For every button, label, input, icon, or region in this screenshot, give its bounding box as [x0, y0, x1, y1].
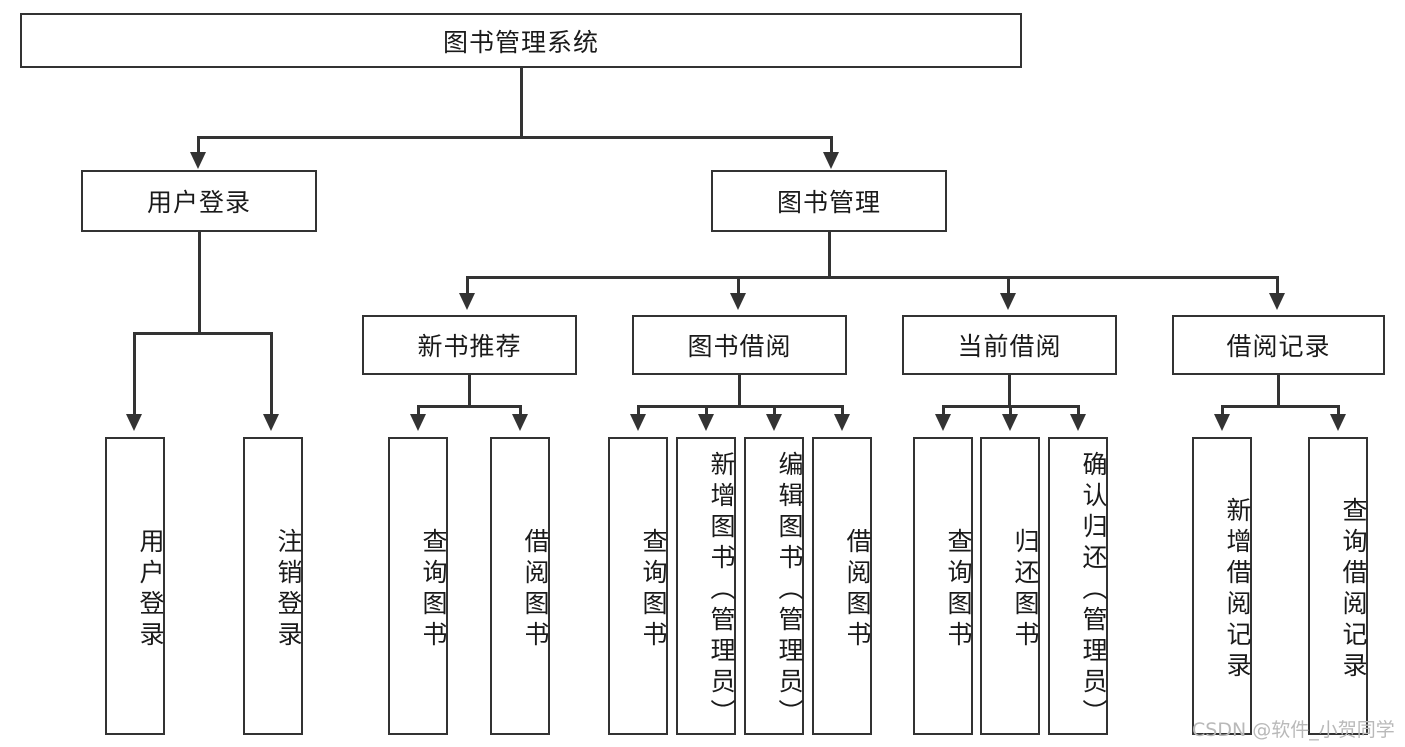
edge-user-login-left: [133, 332, 136, 417]
node-label: 借阅图书: [843, 528, 872, 652]
arrow-to-leaf-query-record: [1330, 414, 1346, 431]
edge-current-borrow-c2: [1009, 405, 1012, 417]
node-leaf-return-book[interactable]: 归还图书: [980, 437, 1040, 735]
edge-bm-to-current-borrow: [1007, 276, 1010, 296]
edge-book-borrow-c1: [637, 405, 640, 417]
node-leaf-borrow-book-1[interactable]: 借阅图书: [490, 437, 550, 735]
node-leaf-add-record[interactable]: 新增借阅记录: [1192, 437, 1252, 735]
edge-book-borrow-stem: [738, 375, 741, 407]
node-label: 借阅图书: [521, 528, 550, 652]
arrow-to-user-login: [190, 152, 206, 169]
edge-book-borrow-bus: [637, 405, 843, 408]
edge-borrow-record-c2: [1337, 405, 1340, 417]
node-label: 确认归还（管理员）: [1079, 450, 1108, 730]
node-root-book-management-system[interactable]: 图书管理系统: [20, 13, 1022, 68]
node-current-borrow[interactable]: 当前借阅: [902, 315, 1117, 375]
edge-new-book-stem: [468, 375, 471, 407]
edge-book-management-stem: [828, 232, 831, 278]
node-label: 查询图书: [419, 528, 448, 652]
arrow-to-leaf-logout-login: [263, 414, 279, 431]
node-leaf-edit-book[interactable]: 编辑图书（管理员）: [744, 437, 804, 735]
edge-user-login-bus: [133, 332, 273, 335]
node-borrow-record[interactable]: 借阅记录: [1172, 315, 1385, 375]
edge-current-borrow-c3: [1077, 405, 1080, 417]
edge-book-borrow-c3: [773, 405, 776, 417]
edge-current-borrow-c1: [942, 405, 945, 417]
arrow-to-new-book-recommend: [459, 293, 475, 310]
node-book-management[interactable]: 图书管理: [711, 170, 947, 232]
node-label: 借阅记录: [1226, 332, 1331, 361]
edge-root-stem: [520, 68, 523, 138]
arrow-to-leaf-user-login: [126, 414, 142, 431]
node-label: 当前借阅: [957, 332, 1062, 361]
edge-borrow-record-bus: [1221, 405, 1340, 408]
edge-root-to-book-management: [830, 136, 833, 156]
edge-book-management-bus: [466, 276, 1279, 279]
edge-new-book-c2: [519, 405, 522, 417]
edge-borrow-record-c1: [1221, 405, 1224, 417]
node-label: 查询借阅记录: [1339, 497, 1368, 683]
node-label: 查询图书: [639, 528, 668, 652]
arrow-to-leaf-query-book-1: [410, 414, 426, 431]
arrow-to-book-borrow: [730, 293, 746, 310]
edge-user-login-right: [270, 332, 273, 417]
node-label: 新书推荐: [417, 332, 522, 361]
edge-bm-to-new-book: [466, 276, 469, 296]
arrow-to-leaf-borrow-book-1: [512, 414, 528, 431]
arrow-to-leaf-add-book: [698, 414, 714, 431]
node-leaf-add-book[interactable]: 新增图书（管理员）: [676, 437, 736, 735]
node-label: 新增图书（管理员）: [707, 450, 736, 730]
edge-bm-to-borrow-record: [1276, 276, 1279, 296]
arrow-to-leaf-borrow-book-2: [834, 414, 850, 431]
node-leaf-query-book-1[interactable]: 查询图书: [388, 437, 448, 735]
node-label: 图书管理系统: [442, 27, 599, 57]
edge-borrow-record-stem: [1277, 375, 1280, 407]
edge-user-login-stem: [198, 232, 201, 334]
arrow-to-leaf-add-record: [1214, 414, 1230, 431]
node-leaf-borrow-book-2[interactable]: 借阅图书: [812, 437, 872, 735]
node-new-book-recommend[interactable]: 新书推荐: [362, 315, 577, 375]
arrow-to-leaf-query-book-2: [630, 414, 646, 431]
node-leaf-logout-login[interactable]: 注销登录: [243, 437, 303, 735]
edge-current-borrow-stem: [1008, 375, 1011, 407]
node-label: 用户登录: [136, 528, 165, 652]
csdn-watermark: CSDN @软件_小贺同学: [1192, 719, 1395, 741]
arrow-to-leaf-query-book-3: [935, 414, 951, 431]
node-label: 用户登录: [146, 188, 251, 217]
arrow-to-leaf-return-book: [1002, 414, 1018, 431]
arrow-to-current-borrow: [1000, 293, 1016, 310]
edge-new-book-bus: [417, 405, 522, 408]
node-label: 新增借阅记录: [1223, 497, 1252, 683]
node-label: 查询图书: [944, 528, 973, 652]
node-label: 归还图书: [1011, 528, 1040, 652]
arrow-to-borrow-record: [1269, 293, 1285, 310]
edge-new-book-c1: [417, 405, 420, 417]
arrow-to-book-management: [823, 152, 839, 169]
node-label: 注销登录: [274, 528, 303, 652]
edge-book-borrow-c4: [841, 405, 844, 417]
edge-root-bus: [197, 136, 833, 139]
node-leaf-confirm-return[interactable]: 确认归还（管理员）: [1048, 437, 1108, 735]
edge-bm-to-book-borrow: [737, 276, 740, 296]
node-label: 图书借阅: [687, 332, 792, 361]
node-leaf-query-book-3[interactable]: 查询图书: [913, 437, 973, 735]
arrow-to-leaf-edit-book: [766, 414, 782, 431]
node-user-login[interactable]: 用户登录: [81, 170, 317, 232]
node-leaf-user-login[interactable]: 用户登录: [105, 437, 165, 735]
node-label: 图书管理: [776, 188, 881, 217]
edge-root-to-user-login: [197, 136, 200, 156]
node-label: 编辑图书（管理员）: [775, 450, 804, 730]
node-book-borrow[interactable]: 图书借阅: [632, 315, 847, 375]
node-leaf-query-book-2[interactable]: 查询图书: [608, 437, 668, 735]
node-leaf-query-record[interactable]: 查询借阅记录: [1308, 437, 1368, 735]
edge-book-borrow-c2: [705, 405, 708, 417]
arrow-to-leaf-confirm-return: [1070, 414, 1086, 431]
